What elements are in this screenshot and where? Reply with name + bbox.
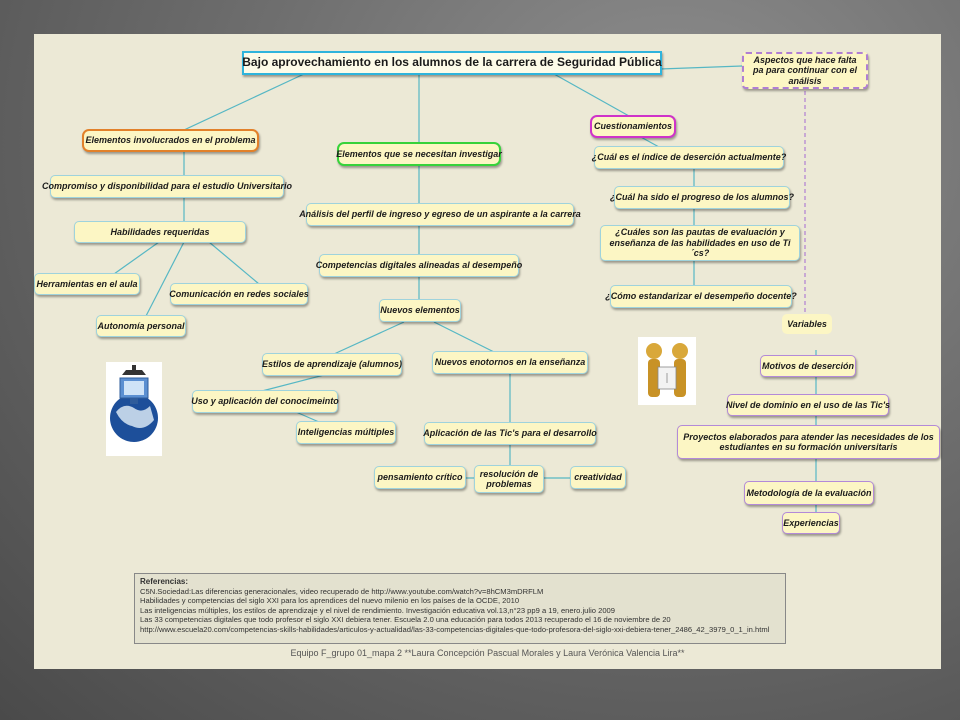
- tics-application-node: Aplicación de las Tic's para el desarrol…: [423, 422, 597, 445]
- new-environments-node: Nuevos enotornos en la enseñanza: [432, 351, 588, 374]
- commitment-node: Compromiso y disponibilidad para el estu…: [42, 175, 292, 198]
- new-elements-node: Nuevos elementos: [379, 299, 461, 322]
- reference-line: http://www.escuela20.com/competencias-sk…: [140, 624, 770, 634]
- variable-tics-node: Nivel de dominio en el uso de las Tic's: [726, 394, 890, 416]
- tools-node: Herramientas en el aula: [34, 273, 140, 295]
- learning-styles-node: Estilos de aprendizaje (alumnos): [262, 353, 402, 376]
- autonomy-node: Autonomía personal: [96, 315, 186, 337]
- knowledge-use-node: Uso y aplicación del conocimeinto: [191, 390, 339, 413]
- questions-node: Cuestionamientos: [590, 115, 676, 138]
- main-title-node: Bajo aprovechamiento en los alumnos de l…: [242, 51, 662, 75]
- globe-computer-image: [106, 362, 162, 456]
- authors-footer: Equipo F_grupo 01_mapa 2 **Laura Concepc…: [290, 648, 685, 658]
- digital-competences-node: Competencias digitales alineadas al dese…: [316, 254, 522, 277]
- variable-methodology-node: Metodología de la evaluación: [744, 481, 874, 505]
- variable-projects-node: Proyectos elaborados para atender las ne…: [677, 425, 940, 459]
- reference-line: Las 33 competencias digitales que todo p…: [140, 615, 671, 625]
- problem-solving-node: resolución de problemas: [474, 465, 544, 493]
- variable-dropout-node: Motivos de deserción: [760, 355, 856, 377]
- aspects-node: Aspectos que hace falta pa para continua…: [742, 52, 868, 89]
- variables-node: Variables: [782, 314, 832, 334]
- reference-line: Habilidades y competencias del siglo XXI…: [140, 596, 520, 606]
- involved-elements-node: Elementos involucrados en el problema: [82, 129, 259, 152]
- references-box: Referencias: C5N.Sociedad:Las diferencia…: [134, 573, 786, 644]
- social-node: Comunicación en redes sociales: [169, 283, 309, 305]
- multiple-intelligences-node: Inteligencias múltiples: [296, 421, 396, 444]
- question-2-node: ¿Cuál ha sido el progreso de los alumnos…: [610, 186, 794, 209]
- profile-analysis-node: Análisis del perfil de ingreso y egreso …: [299, 203, 581, 226]
- question-3-node: ¿Cuáles son las pautas de evaluación y e…: [600, 225, 800, 261]
- question-1-node: ¿Cuál es el índice de deserción actualme…: [592, 146, 786, 169]
- connector-lines: [113, 65, 817, 512]
- creativity-node: creatividad: [570, 466, 626, 489]
- references-heading: Referencias:: [140, 577, 189, 586]
- concept-map-slide: Bajo aprovechamiento en los alumnos de l…: [34, 34, 941, 669]
- critical-thinking-node: pensamiento crítico: [374, 466, 466, 489]
- question-4-node: ¿Cómo estandarizar el desempeño docente?: [605, 285, 797, 308]
- people-puzzle-image: [638, 337, 696, 405]
- investigate-node: Elementos que se necesitan investigar: [336, 142, 502, 166]
- reference-line: Las inteligencias múltiples, los estilos…: [140, 605, 615, 615]
- reference-line: C5N.Sociedad:Las diferencias generaciona…: [140, 586, 544, 596]
- skills-node: Habilidades requeridas: [74, 221, 246, 243]
- variable-experience-node: Experiencias: [782, 512, 840, 534]
